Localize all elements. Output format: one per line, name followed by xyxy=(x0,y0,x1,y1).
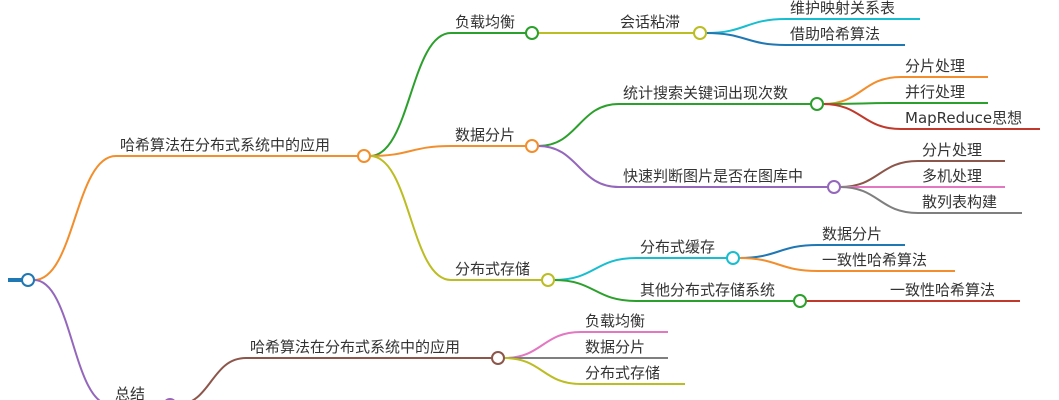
node-r-0-1-0-0[interactable]: 分片处理 xyxy=(901,57,988,78)
node-r-1-0-1[interactable]: 数据分片 xyxy=(581,338,668,359)
node-r-0-2-1[interactable]: 其他分布式存储系统 xyxy=(636,281,807,308)
branch-connector xyxy=(822,103,902,130)
node-r-0-1-0-2[interactable]: MapReduce思想 xyxy=(901,109,1040,130)
branch-connector xyxy=(537,103,620,147)
node-r-0-0[interactable]: 负载均衡 xyxy=(451,13,539,40)
branch-connector xyxy=(839,186,919,214)
node-r-0-2-1-0[interactable]: 一致性哈希算法 xyxy=(886,281,1020,302)
node-r-0-0-0[interactable]: 会话粘滞 xyxy=(616,13,707,40)
branch-connector xyxy=(537,145,620,188)
branch-connector xyxy=(822,76,902,105)
node-r-0-0-0-1[interactable]: 借助哈希算法 xyxy=(786,25,905,46)
branch-connector xyxy=(822,102,902,105)
collapse-toggle-icon[interactable] xyxy=(21,273,35,287)
collapse-toggle-icon[interactable] xyxy=(491,351,505,365)
node-label: 一致性哈希算法 xyxy=(822,251,927,269)
node-label: 数据分片 xyxy=(822,225,882,243)
node-r-0-1-0-1[interactable]: 并行处理 xyxy=(901,83,988,104)
node-r-0-2-0-0[interactable]: 数据分片 xyxy=(818,225,905,246)
collapse-toggle-icon[interactable] xyxy=(810,97,824,111)
node-r-1[interactable]: 总结 xyxy=(111,385,176,400)
node-label: 分片处理 xyxy=(905,57,965,75)
branch-connector xyxy=(191,357,247,400)
node-r-0[interactable]: 哈希算法在分布式系统中的应用 xyxy=(116,136,371,163)
node-label: 会话粘滞 xyxy=(620,13,680,31)
branch-connector xyxy=(738,257,819,272)
collapse-toggle-icon[interactable] xyxy=(726,251,740,265)
node-label: 一致性哈希算法 xyxy=(890,281,995,299)
branch-connector xyxy=(738,244,819,259)
node-r-0-1-1[interactable]: 快速判断图片是否在图库中 xyxy=(619,167,841,194)
collapse-toggle-icon[interactable] xyxy=(525,26,539,40)
branch-connector xyxy=(705,18,787,34)
node-r-0-1-1-2[interactable]: 散列表构建 xyxy=(918,193,1022,214)
node-r-0-2-0[interactable]: 分布式缓存 xyxy=(636,238,740,265)
branch-connector xyxy=(503,357,582,385)
node-label: 分布式存储 xyxy=(455,260,530,278)
node-label: 其他分布式存储系统 xyxy=(640,281,775,299)
branch-connector xyxy=(33,155,117,281)
node-r-0-1-0[interactable]: 统计搜索关键词出现次数 xyxy=(619,84,824,111)
branch-connector xyxy=(553,279,637,302)
branch-connector xyxy=(503,331,582,359)
collapse-toggle-icon[interactable] xyxy=(541,273,555,287)
node-label: 负载均衡 xyxy=(585,312,645,330)
node-r-0-2[interactable]: 分布式存储 xyxy=(451,260,555,287)
branch-connectors xyxy=(33,18,919,400)
branch-connector xyxy=(705,32,787,46)
branch-connector xyxy=(33,279,101,400)
node-r-0-1-1-1[interactable]: 多机处理 xyxy=(918,167,1005,188)
node-label: 数据分片 xyxy=(585,338,645,356)
collapse-toggle-icon[interactable] xyxy=(693,26,707,40)
node-r-0-1-1-0[interactable]: 分片处理 xyxy=(918,141,1005,162)
node-r-0-1[interactable]: 数据分片 xyxy=(451,126,539,153)
branch-connector xyxy=(553,257,637,281)
node-label: 哈希算法在分布式系统中的应用 xyxy=(250,338,460,356)
node-label: 散列表构建 xyxy=(922,193,997,211)
node-label: 哈希算法在分布式系统中的应用 xyxy=(120,136,330,154)
node-label: 多机处理 xyxy=(922,167,982,185)
collapse-toggle-icon[interactable] xyxy=(827,180,841,194)
node-label: 分布式缓存 xyxy=(640,238,715,256)
node-label: 快速判断图片是否在图库中 xyxy=(623,167,803,185)
node-r-1-0-2[interactable]: 分布式存储 xyxy=(581,364,685,385)
node-label: 分布式存储 xyxy=(585,364,660,382)
node-r-1-0-0[interactable]: 负载均衡 xyxy=(581,312,668,333)
collapse-toggle-icon[interactable] xyxy=(525,139,539,153)
node-label: 借助哈希算法 xyxy=(790,25,880,43)
node-r[interactable] xyxy=(8,273,35,287)
node-label: 统计搜索关键词出现次数 xyxy=(623,84,788,102)
node-r-0-2-0-1[interactable]: 一致性哈希算法 xyxy=(818,251,955,272)
node-label: MapReduce思想 xyxy=(905,109,1022,127)
collapse-toggle-icon[interactable] xyxy=(793,294,807,308)
node-r-0-0-0-0[interactable]: 维护映射关系表 xyxy=(786,0,920,20)
collapse-toggle-icon[interactable] xyxy=(357,149,371,163)
branch-connector xyxy=(839,160,919,188)
node-label: 总结 xyxy=(115,385,145,400)
node-label: 维护映射关系表 xyxy=(790,0,895,17)
node-r-1-0[interactable]: 哈希算法在分布式系统中的应用 xyxy=(246,338,505,365)
node-label: 分片处理 xyxy=(922,141,982,159)
node-label: 并行处理 xyxy=(905,83,965,101)
branch-connector xyxy=(369,155,452,281)
mindmap-nodes: 维护映射关系表借助哈希算法会话粘滞负载均衡分片处理并行处理MapReduce思想… xyxy=(8,0,1040,400)
branch-connector xyxy=(369,145,452,157)
branch-connector xyxy=(369,32,452,157)
node-label: 负载均衡 xyxy=(455,13,515,31)
node-label: 数据分片 xyxy=(455,126,515,144)
